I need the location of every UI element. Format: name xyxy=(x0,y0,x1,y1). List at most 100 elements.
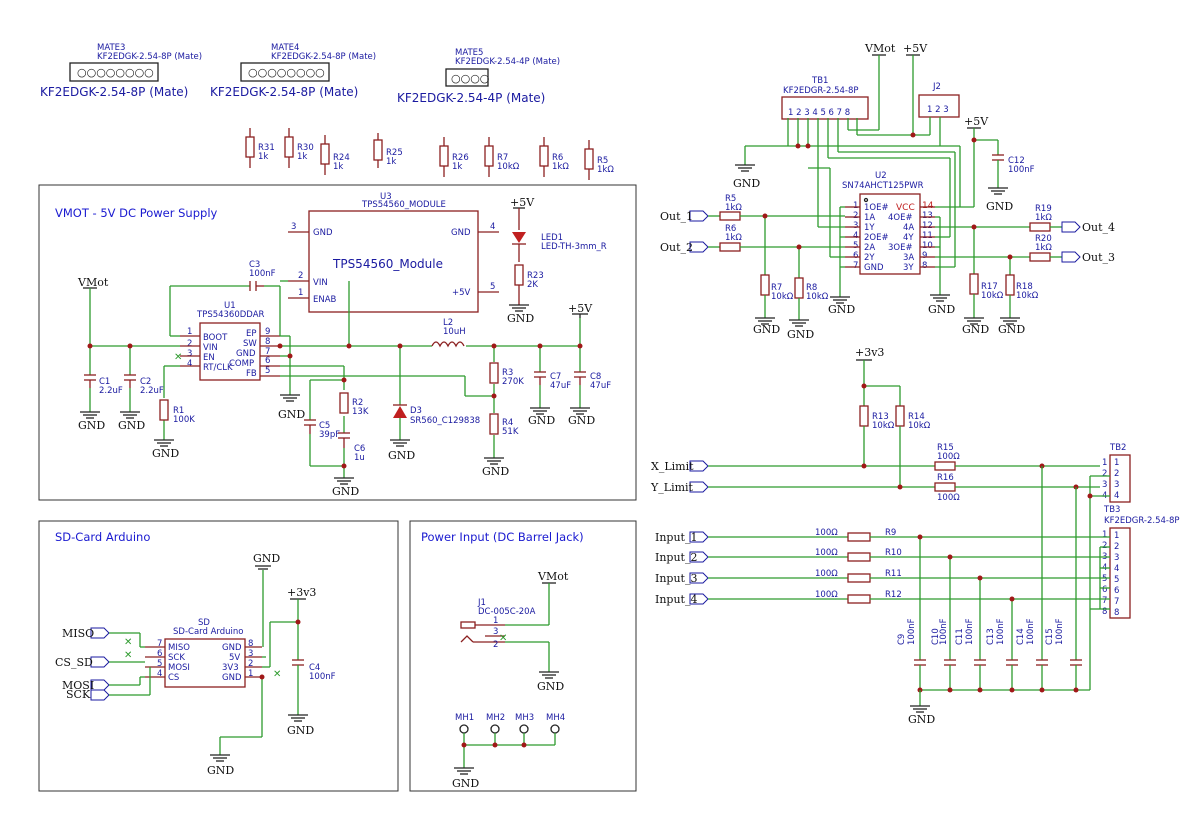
svg-text:GND: GND xyxy=(78,419,105,432)
svg-text:2: 2 xyxy=(1102,469,1107,479)
svg-text:12: 12 xyxy=(922,221,933,231)
svg-text:10kΩ: 10kΩ xyxy=(1016,291,1039,301)
svg-text:D3: D3 xyxy=(410,406,422,416)
svg-text:GND: GND xyxy=(118,419,145,432)
svg-text:1: 1 xyxy=(248,669,253,679)
svg-text:+5V: +5V xyxy=(510,196,535,209)
svg-text:SN74AHCT125PWR: SN74AHCT125PWR xyxy=(842,181,924,191)
svg-text:5: 5 xyxy=(853,241,858,251)
svg-text:1A: 1A xyxy=(864,213,875,223)
svg-text:100nF: 100nF xyxy=(996,618,1006,645)
svg-text:1k: 1k xyxy=(258,152,268,162)
svg-text:R9: R9 xyxy=(885,528,896,538)
svg-text:3: 3 xyxy=(1114,480,1119,490)
svg-text:8: 8 xyxy=(1114,608,1119,618)
svg-text:ENAB: ENAB xyxy=(313,295,337,305)
svg-text:1: 1 xyxy=(853,201,858,211)
svg-text:✕: ✕ xyxy=(273,669,281,680)
svg-text:Input_4: Input_4 xyxy=(655,593,697,606)
svg-text:2: 2 xyxy=(187,339,192,349)
svg-text:10kΩ: 10kΩ xyxy=(908,421,931,431)
svg-text:R31: R31 xyxy=(258,143,275,153)
u3-module: U3 TPS54560_MODULE TPS54560_Module 3GND … xyxy=(288,192,499,313)
svg-text:GND: GND xyxy=(222,673,242,683)
svg-text:2OE#: 2OE# xyxy=(864,233,889,243)
svg-text:1: 1 xyxy=(1102,530,1107,540)
svg-text:3: 3 xyxy=(187,349,192,359)
svg-text:100Ω: 100Ω xyxy=(937,493,960,503)
svg-text:7: 7 xyxy=(265,347,270,357)
svg-text:100Ω: 100Ω xyxy=(815,590,838,600)
svg-text:GND: GND xyxy=(482,465,509,478)
svg-text:GND: GND xyxy=(568,414,595,427)
svg-text:R6: R6 xyxy=(552,153,563,163)
svg-text:1kΩ: 1kΩ xyxy=(552,162,569,172)
mate4-pins: ○○○○○○○○ xyxy=(248,66,325,79)
svg-text:R25: R25 xyxy=(386,148,403,158)
svg-text:C11: C11 xyxy=(955,628,965,645)
svg-text:5V: 5V xyxy=(229,653,240,663)
svg-text:RT/CLK: RT/CLK xyxy=(203,363,233,373)
svg-text:2: 2 xyxy=(1114,542,1119,552)
svg-text:GND: GND xyxy=(986,200,1013,213)
sd-title: SD-Card Arduino xyxy=(55,530,150,544)
svg-text:GND: GND xyxy=(537,680,564,693)
svg-text:Out_2: Out_2 xyxy=(660,241,693,254)
svg-text:C15: C15 xyxy=(1045,628,1055,645)
svg-text:L2: L2 xyxy=(443,318,453,328)
svg-text:3OE#: 3OE# xyxy=(888,243,913,253)
svg-text:SR560_C129838: SR560_C129838 xyxy=(410,416,480,426)
svg-text:C14: C14 xyxy=(1016,628,1026,645)
svg-text:1Y: 1Y xyxy=(864,223,875,233)
svg-text:GND: GND xyxy=(287,724,314,737)
svg-text:TPS54360DDAR: TPS54360DDAR xyxy=(196,310,265,320)
svg-text:7: 7 xyxy=(1114,597,1119,607)
svg-text:GND: GND xyxy=(222,643,242,653)
svg-text:GND: GND xyxy=(507,312,534,325)
svg-text:47uF: 47uF xyxy=(590,381,611,391)
svg-text:GND: GND xyxy=(313,228,333,238)
svg-text:100Ω: 100Ω xyxy=(815,548,838,558)
svg-text:CS: CS xyxy=(168,673,179,683)
svg-text:8: 8 xyxy=(1102,607,1107,617)
vmot-frame xyxy=(38,184,637,501)
svg-text:KF2EDGK-2.54-4P (Mate): KF2EDGK-2.54-4P (Mate) xyxy=(455,57,560,67)
svg-text:1kΩ: 1kΩ xyxy=(1035,213,1052,223)
svg-text:MH4: MH4 xyxy=(546,713,565,723)
svg-text:100nF: 100nF xyxy=(1026,618,1036,645)
svg-text:Input_1: Input_1 xyxy=(655,531,697,544)
svg-text:1: 1 xyxy=(187,327,192,337)
svg-text:10kΩ: 10kΩ xyxy=(872,421,895,431)
svg-text:1 2 3 4 5 6 7 8: 1 2 3 4 5 6 7 8 xyxy=(788,108,850,118)
svg-text:COMP: COMP xyxy=(229,359,254,369)
svg-text:100nF: 100nF xyxy=(1055,618,1065,645)
svg-text:10kΩ: 10kΩ xyxy=(806,292,829,302)
svg-text:1k: 1k xyxy=(452,162,462,172)
svg-text:6: 6 xyxy=(1102,585,1107,595)
svg-text:KF2EDGK-2.54-8P (Mate): KF2EDGK-2.54-8P (Mate) xyxy=(210,85,358,99)
svg-text:100nF: 100nF xyxy=(939,618,949,645)
svg-text:Out_1: Out_1 xyxy=(660,210,693,223)
svg-text:8: 8 xyxy=(922,261,927,271)
svg-text:C8: C8 xyxy=(590,372,601,382)
svg-text:U2: U2 xyxy=(875,171,887,181)
mounting-holes: MH1 MH2 MH3 MH4 GND xyxy=(452,713,565,790)
svg-text:3V3: 3V3 xyxy=(222,663,239,673)
svg-text:KF2EDGK-2.54-4P (Mate): KF2EDGK-2.54-4P (Mate) xyxy=(397,91,545,105)
svg-text:GND: GND xyxy=(733,177,760,190)
svg-text:1: 1 xyxy=(1114,531,1119,541)
svg-text:KF2EDGK-2.54-8P (Mate): KF2EDGK-2.54-8P (Mate) xyxy=(97,52,202,62)
svg-text:4: 4 xyxy=(157,669,162,679)
svg-text:2: 2 xyxy=(853,211,858,221)
j2-connector: J2 1 2 3 xyxy=(918,82,960,118)
svg-text:2A: 2A xyxy=(864,243,875,253)
svg-text:5: 5 xyxy=(1102,574,1107,584)
svg-text:R11: R11 xyxy=(885,569,902,579)
svg-text:VMot: VMot xyxy=(537,570,569,583)
svg-text:FB: FB xyxy=(246,369,257,379)
